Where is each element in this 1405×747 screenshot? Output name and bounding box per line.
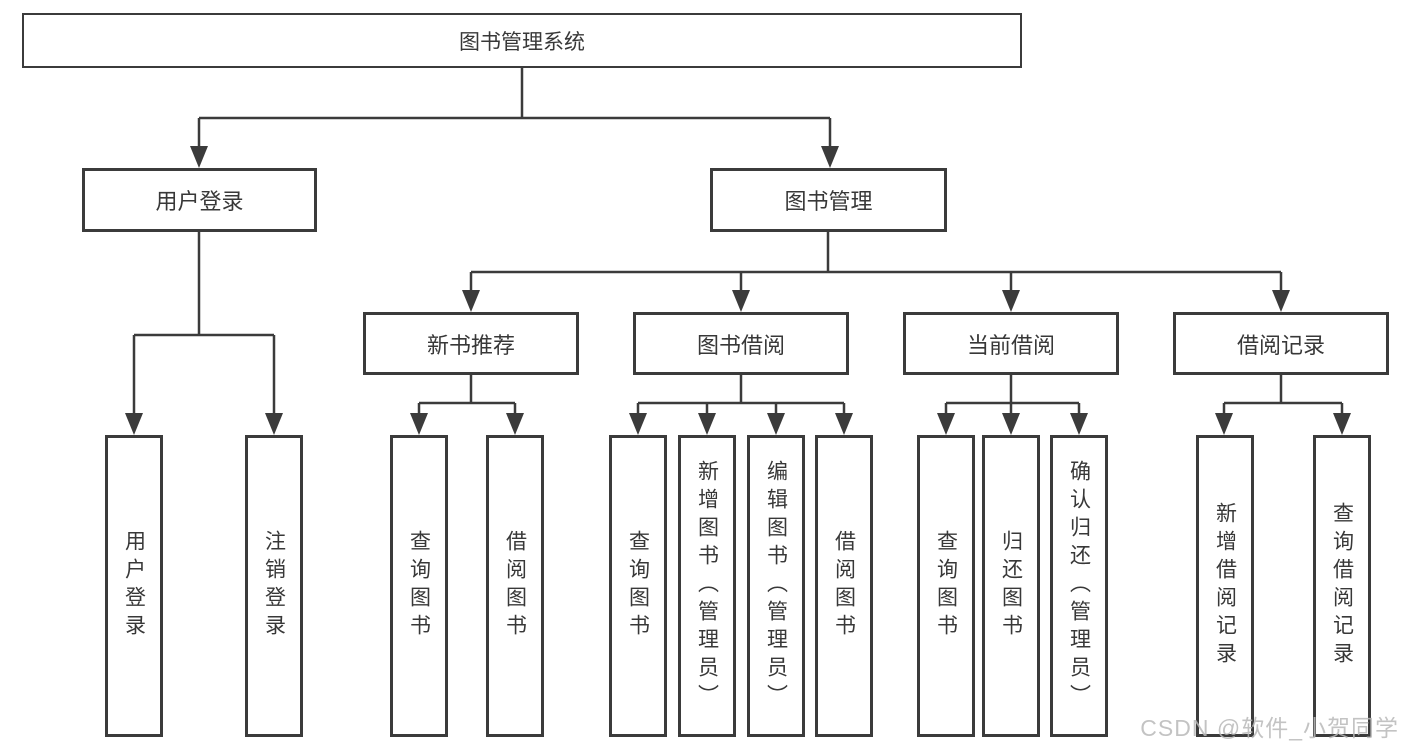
node-leaf-query-books-2: 查询图书 xyxy=(609,435,667,737)
node-label: 注销登录 xyxy=(262,530,286,642)
node-current-borrowing: 当前借阅 xyxy=(903,312,1119,375)
node-label: 用户登录 xyxy=(155,189,244,214)
node-label: 新增图书（管理员） xyxy=(695,460,719,712)
node-leaf-borrow-books-1: 借阅图书 xyxy=(486,435,544,737)
node-label: 确认归还（管理员） xyxy=(1067,460,1091,712)
node-label: 查询图书 xyxy=(626,530,650,642)
node-leaf-borrow-books-2: 借阅图书 xyxy=(815,435,873,737)
node-label: 用户登录 xyxy=(122,530,146,642)
node-label: 编辑图书（管理员） xyxy=(764,460,788,712)
node-leaf-edit-books-admin: 编辑图书（管理员） xyxy=(747,435,805,737)
node-label: 图书借阅 xyxy=(696,332,785,358)
node-borrowing-records: 借阅记录 xyxy=(1173,312,1389,375)
node-leaf-logout: 注销登录 xyxy=(245,435,303,737)
node-label: 查询借阅记录 xyxy=(1330,502,1354,670)
node-leaf-user-login: 用户登录 xyxy=(105,435,163,737)
node-leaf-return-books: 归还图书 xyxy=(982,435,1040,737)
node-label: 借阅记录 xyxy=(1236,332,1325,358)
node-label: 归还图书 xyxy=(999,530,1023,642)
node-label: 新书推荐 xyxy=(426,332,515,358)
node-leaf-add-borrow-record: 新增借阅记录 xyxy=(1196,435,1254,737)
node-leaf-confirm-return-admin: 确认归还（管理员） xyxy=(1050,435,1108,737)
node-label: 查询图书 xyxy=(934,530,958,642)
node-library-management-system: 图书管理系统 xyxy=(22,13,1022,68)
node-leaf-query-books-3: 查询图书 xyxy=(917,435,975,737)
watermark: CSDN @软件_小贺同学 xyxy=(1140,715,1399,741)
node-leaf-add-books-admin: 新增图书（管理员） xyxy=(678,435,736,737)
node-user-login-branch: 用户登录 xyxy=(82,168,317,232)
node-label: 借阅图书 xyxy=(832,530,856,642)
node-book-management: 图书管理 xyxy=(710,168,947,232)
node-label: 图书管理 xyxy=(784,189,873,214)
node-book-borrowing: 图书借阅 xyxy=(633,312,849,375)
node-label: 借阅图书 xyxy=(503,530,527,642)
node-leaf-query-books-1: 查询图书 xyxy=(390,435,448,737)
node-leaf-query-borrow-record: 查询借阅记录 xyxy=(1313,435,1371,737)
node-label: 图书管理系统 xyxy=(459,30,585,54)
node-label: 新增借阅记录 xyxy=(1213,502,1237,670)
node-label: 当前借阅 xyxy=(966,332,1055,358)
node-label: 查询图书 xyxy=(407,530,431,642)
node-new-book-recommendation: 新书推荐 xyxy=(363,312,579,375)
